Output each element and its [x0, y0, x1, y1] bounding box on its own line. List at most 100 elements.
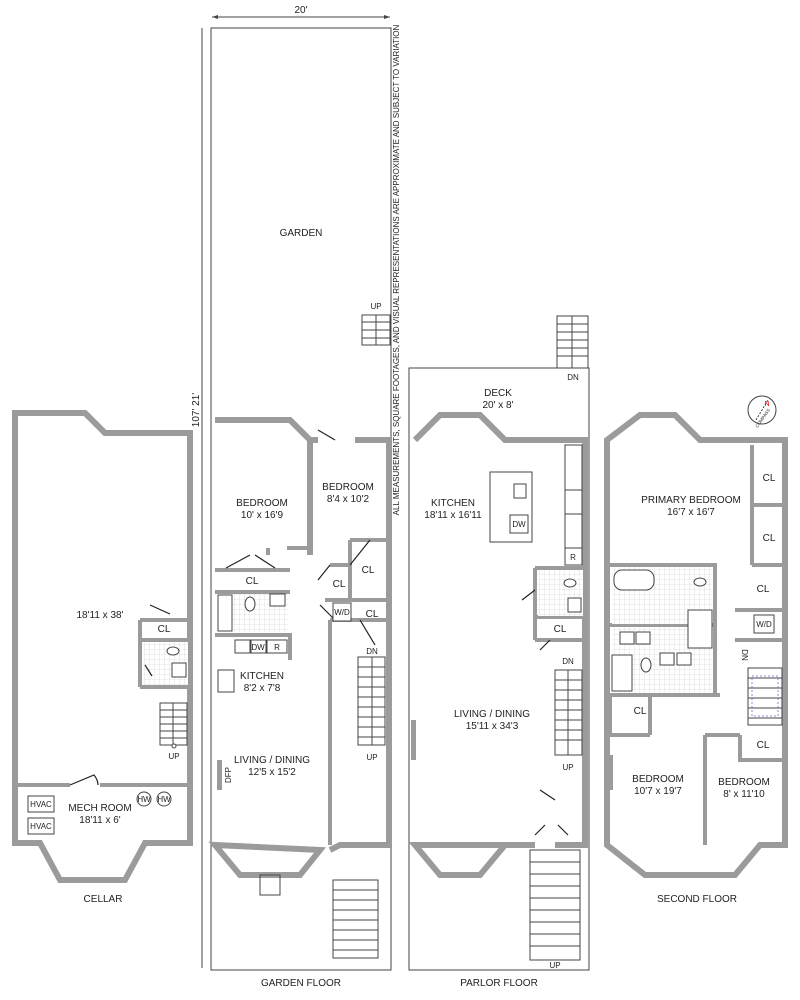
- fireplace: [217, 760, 222, 790]
- svg-text:18'11 x 38': 18'11 x 38': [76, 610, 123, 621]
- svg-text:8'2 x 7'8: 8'2 x 7'8: [244, 683, 281, 694]
- svg-text:PRIMARY BEDROOM: PRIMARY BEDROOM: [641, 495, 741, 506]
- svg-text:MECH ROOM: MECH ROOM: [68, 803, 131, 814]
- toilet-icon: [166, 646, 180, 656]
- svg-text:LIVING / DINING: LIVING / DINING: [454, 709, 530, 720]
- cellar-stairs: UP: [159, 702, 188, 761]
- toilet-icon: [640, 657, 652, 673]
- shower-icon: [687, 609, 713, 649]
- floor-title: PARLOR FLOOR: [460, 978, 538, 989]
- dishwasher: [250, 639, 267, 654]
- parlor-floor-plan: DN DECK 20' x 8' DW R KITCHEN 18'11 x 16…: [408, 315, 590, 989]
- depth-dimension: 107' 21': [191, 28, 203, 968]
- front-stoop: UP: [529, 849, 581, 970]
- svg-text:LIVING / DINING: LIVING / DINING: [234, 755, 310, 766]
- svg-text:HW: HW: [157, 795, 171, 804]
- svg-text:BEDROOM: BEDROOM: [718, 777, 770, 788]
- svg-text:R: R: [570, 553, 576, 562]
- svg-text:KITCHEN: KITCHEN: [431, 498, 475, 509]
- svg-text:DECK: DECK: [484, 388, 512, 399]
- cellar-plan: CL UP 18'11 x 38' HVAC HVAC HW HW MECH R…: [12, 410, 193, 905]
- toilet-icon: [244, 596, 256, 612]
- stove-icon: [564, 489, 583, 515]
- sink-icon: [635, 631, 651, 645]
- svg-text:18'11 x 6': 18'11 x 6': [79, 815, 121, 826]
- fireplace: [608, 755, 613, 790]
- bathtub-icon: [611, 654, 633, 692]
- svg-text:DN: DN: [562, 657, 574, 666]
- sink-icon: [676, 652, 692, 666]
- svg-text:UP: UP: [370, 302, 381, 311]
- svg-text:HVAC: HVAC: [30, 800, 52, 809]
- svg-text:CL: CL: [554, 624, 567, 635]
- hvac-unit: [27, 795, 55, 813]
- water-heater: [156, 791, 172, 807]
- svg-text:DN: DN: [567, 373, 579, 382]
- svg-text:BEDROOM: BEDROOM: [632, 774, 684, 785]
- washer-dryer: [753, 614, 775, 634]
- svg-text:16'7 x 16'7: 16'7 x 16'7: [667, 507, 715, 518]
- interior-stairs: DN: [740, 649, 783, 726]
- svg-text:DW: DW: [251, 643, 265, 652]
- sink-icon: [269, 593, 286, 607]
- bathtub-icon: [217, 594, 233, 632]
- svg-text:HVAC: HVAC: [30, 822, 52, 831]
- second-floor-plan: PRIMARY BEDROOM 16'7 x 16'7 CL CL CL W/D…: [604, 412, 788, 905]
- svg-text:W/D: W/D: [334, 608, 350, 617]
- toilet-icon: [693, 577, 707, 587]
- garden-floor-plan: GARDEN UP BEDROOM 10' x 16'9 BEDROOM 8'4…: [208, 27, 392, 989]
- sink-icon: [513, 483, 527, 499]
- svg-text:CL: CL: [246, 576, 259, 587]
- fireplace: [411, 720, 416, 760]
- deck-stairs: DN: [556, 315, 589, 382]
- svg-text:GARDEN: GARDEN: [280, 228, 323, 239]
- floor-title: CELLAR: [84, 894, 123, 905]
- entry-stairs: [332, 879, 379, 959]
- svg-text:18'11 x 16'11: 18'11 x 16'11: [424, 510, 482, 521]
- svg-text:CL: CL: [158, 624, 171, 635]
- disclaimer-text: ALL MEASUREMENTS, SQUARE FOOTAGES, AND V…: [392, 24, 401, 515]
- svg-text:20': 20': [294, 5, 307, 16]
- compass-icon: N COMPASS: [747, 395, 777, 429]
- floor-title: GARDEN FLOOR: [261, 978, 341, 989]
- svg-text:HW: HW: [137, 795, 151, 804]
- svg-text:107' 21': 107' 21': [191, 393, 202, 427]
- svg-text:UP: UP: [168, 752, 179, 761]
- sink-icon: [234, 639, 251, 654]
- refrigerator: [564, 547, 583, 566]
- svg-text:R: R: [274, 643, 280, 652]
- svg-text:BEDROOM: BEDROOM: [236, 498, 288, 509]
- toilet-icon: [563, 578, 577, 588]
- svg-text:20' x 8': 20' x 8': [482, 400, 513, 411]
- svg-text:CL: CL: [366, 609, 379, 620]
- stove-icon: [217, 669, 235, 693]
- water-heater: [136, 791, 152, 807]
- svg-text:CL: CL: [333, 579, 346, 590]
- refrigerator: [266, 639, 288, 654]
- svg-text:DFP: DFP: [224, 767, 233, 783]
- svg-text:DW: DW: [512, 520, 526, 529]
- floor-title: SECOND FLOOR: [657, 894, 737, 905]
- dishwasher: [509, 514, 529, 534]
- svg-text:CL: CL: [757, 740, 770, 751]
- svg-text:CL: CL: [757, 584, 770, 595]
- svg-text:CL: CL: [763, 533, 776, 544]
- svg-text:8'4 x 10'2: 8'4 x 10'2: [327, 494, 370, 505]
- svg-text:N: N: [764, 401, 769, 408]
- interior-stairs: DN UP: [357, 647, 386, 762]
- sink-icon: [619, 631, 635, 645]
- sink-icon: [171, 662, 187, 678]
- garden-stairs: UP: [361, 302, 391, 346]
- svg-text:15'11 x 34'3: 15'11 x 34'3: [466, 721, 519, 732]
- svg-text:UP: UP: [562, 763, 573, 772]
- svg-text:8' x 11'10: 8' x 11'10: [723, 789, 765, 800]
- svg-text:CL: CL: [634, 706, 647, 717]
- interior-stairs: DN UP: [554, 657, 583, 772]
- width-dimension: 20': [212, 5, 390, 19]
- svg-text:DN: DN: [740, 649, 749, 661]
- svg-text:UP: UP: [549, 961, 560, 970]
- svg-text:KITCHEN: KITCHEN: [240, 671, 284, 682]
- sink-icon: [567, 597, 582, 613]
- svg-text:10' x 16'9: 10' x 16'9: [241, 510, 284, 521]
